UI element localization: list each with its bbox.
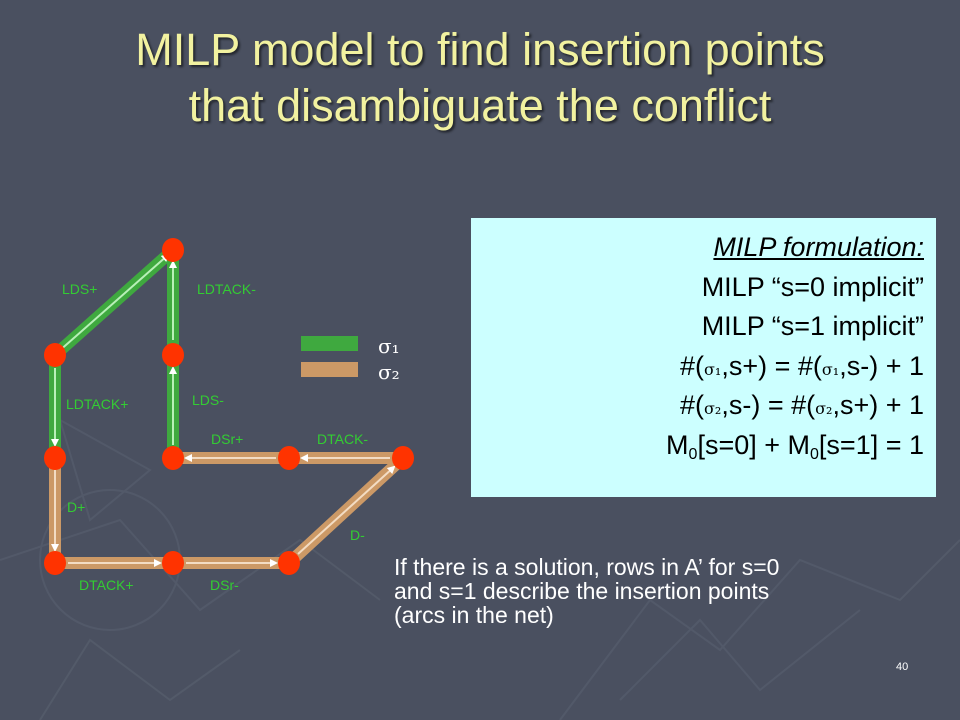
eq2-part: ,s-) = #(: [721, 390, 816, 420]
legend-swatch-sigma1: [301, 336, 358, 351]
state-node: [162, 551, 184, 575]
state-node: [392, 446, 414, 470]
legend-label-sigma2: σ₂: [378, 360, 400, 384]
label-dtack-plus: DTACK+: [79, 577, 134, 593]
eq2-sigma: σ₂: [815, 399, 833, 418]
label-ldtack-plus: LDTACK+: [66, 396, 128, 412]
note-line-1: If there is a solution, rows in A’ for s…: [394, 554, 780, 580]
milp-line-s0: MILP “s=0 implicit”: [701, 271, 924, 302]
eq3-part: [s=0] + M: [697, 429, 811, 460]
state-node: [278, 446, 300, 470]
label-ldtack-minus: LDTACK-: [197, 281, 256, 297]
milp-line-s1: MILP “s=1 implicit”: [701, 311, 924, 341]
eq1-part: ,s-) + 1: [839, 350, 924, 381]
eq1-part: ,s+) = #(: [721, 350, 822, 381]
label-lds-minus: LDS-: [192, 392, 224, 408]
eq2-part: ,s+) + 1: [832, 390, 924, 420]
label-dsr-minus: DSr-: [210, 577, 239, 593]
note-line-2: and s=1 describe the insertion points: [394, 578, 770, 604]
label-lds-plus: LDS+: [62, 281, 97, 297]
state-node: [162, 446, 184, 470]
slide-title: MILP model to find insertion points that…: [0, 22, 960, 134]
milp-equation-1: #(σ₁,s+) = #(σ₁,s-) + 1: [483, 347, 924, 387]
state-nodes: [44, 238, 414, 575]
label-d-minus: D-: [350, 527, 365, 543]
title-line-2: that disambiguate the conflict: [188, 80, 772, 131]
eq2-part: #(: [679, 390, 704, 420]
sigma1-arcs: [49, 244, 179, 464]
label-dtack-minus: DTACK-: [317, 431, 368, 447]
milp-heading: MILP formulation:: [713, 232, 924, 262]
sigma2-arcs: [49, 452, 409, 569]
legend-swatch-sigma2: [301, 362, 358, 377]
legend-label-sigma1: σ₁: [378, 334, 400, 358]
eq3-part: [s=1] = 1: [818, 429, 924, 460]
solution-note: If there is a solution, rows in A’ for s…: [394, 555, 954, 627]
eq2-sigma: σ₂: [704, 399, 722, 418]
title-line-1: MILP model to find insertion points: [135, 24, 825, 75]
milp-formulation-box: MILP formulation: MILP “s=0 implicit” MI…: [471, 218, 936, 497]
label-d-plus: D+: [67, 499, 85, 515]
eq3-part: M: [666, 429, 689, 460]
eq1-sigma: σ₁: [703, 359, 722, 379]
eq3-subscript: 0: [810, 445, 819, 463]
state-node: [278, 551, 300, 575]
label-dsr-plus: DSr+: [211, 431, 243, 447]
state-node: [162, 238, 184, 262]
milp-equation-3: M0[s=0] + M0[s=1] = 1: [483, 426, 924, 466]
eq1-sigma: σ₁: [821, 359, 840, 379]
state-node: [44, 551, 66, 575]
note-line-3: (arcs in the net): [394, 602, 554, 628]
eq1-part: #(: [679, 350, 704, 381]
state-node: [44, 343, 66, 367]
eq3-subscript: 0: [688, 445, 698, 463]
page-number: 40: [896, 661, 909, 673]
state-node: [162, 343, 184, 367]
state-node: [44, 446, 66, 470]
milp-equation-2: #(σ₂,s-) = #(σ₂,s+) + 1: [483, 386, 924, 426]
